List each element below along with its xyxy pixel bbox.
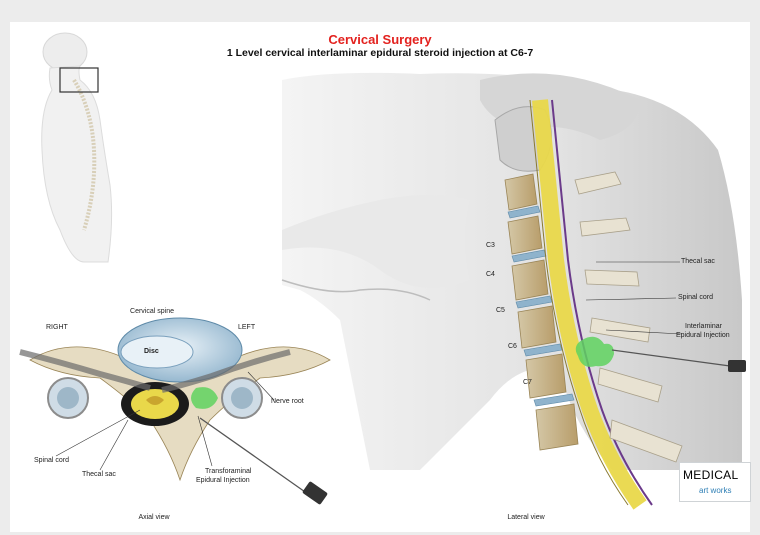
logo-subtext: art works (699, 486, 731, 495)
label-c7: C7 (523, 379, 532, 386)
label-c3: C3 (486, 242, 495, 249)
medical-artworks-logo: MEDICAL art works (679, 462, 751, 502)
label-thecal-sac-lateral: Thecal sac (681, 258, 715, 265)
label-right: RIGHT (46, 324, 68, 331)
page-title: Cervical Surgery (0, 32, 760, 47)
label-lateral-view: Lateral view (507, 514, 544, 521)
label-spinal-cord-lateral: Spinal cord (678, 294, 713, 301)
label-thecal-sac-axial: Thecal sac (82, 471, 116, 478)
label-nerve-root: Nerve root (271, 398, 304, 405)
body-silhouette (42, 33, 112, 262)
label-c6: C6 (508, 343, 517, 350)
label-disc: Disc (144, 348, 159, 355)
label-spinal-cord-axial: Spinal cord (34, 457, 69, 464)
label-interlaminar-line1: Interlaminar (685, 323, 722, 330)
label-transforaminal-line2: Epidural Injection (196, 477, 250, 484)
label-interlaminar-line2: Epidural Injection (676, 332, 730, 339)
label-cervical-spine: Cervical spine (130, 308, 174, 315)
lateral-neck-illustration (282, 73, 746, 505)
label-c4: C4 (486, 271, 495, 278)
syringe-lateral (728, 360, 746, 372)
label-axial-view: Axial view (138, 514, 169, 521)
axial-view-illustration (20, 318, 330, 505)
label-transforaminal-line1: Transforaminal (205, 468, 251, 475)
label-left: LEFT (238, 324, 255, 331)
page-subtitle: 1 Level cervical interlaminar epidural s… (0, 47, 760, 59)
logo-text: MEDICAL (683, 468, 738, 482)
label-c5: C5 (496, 307, 505, 314)
